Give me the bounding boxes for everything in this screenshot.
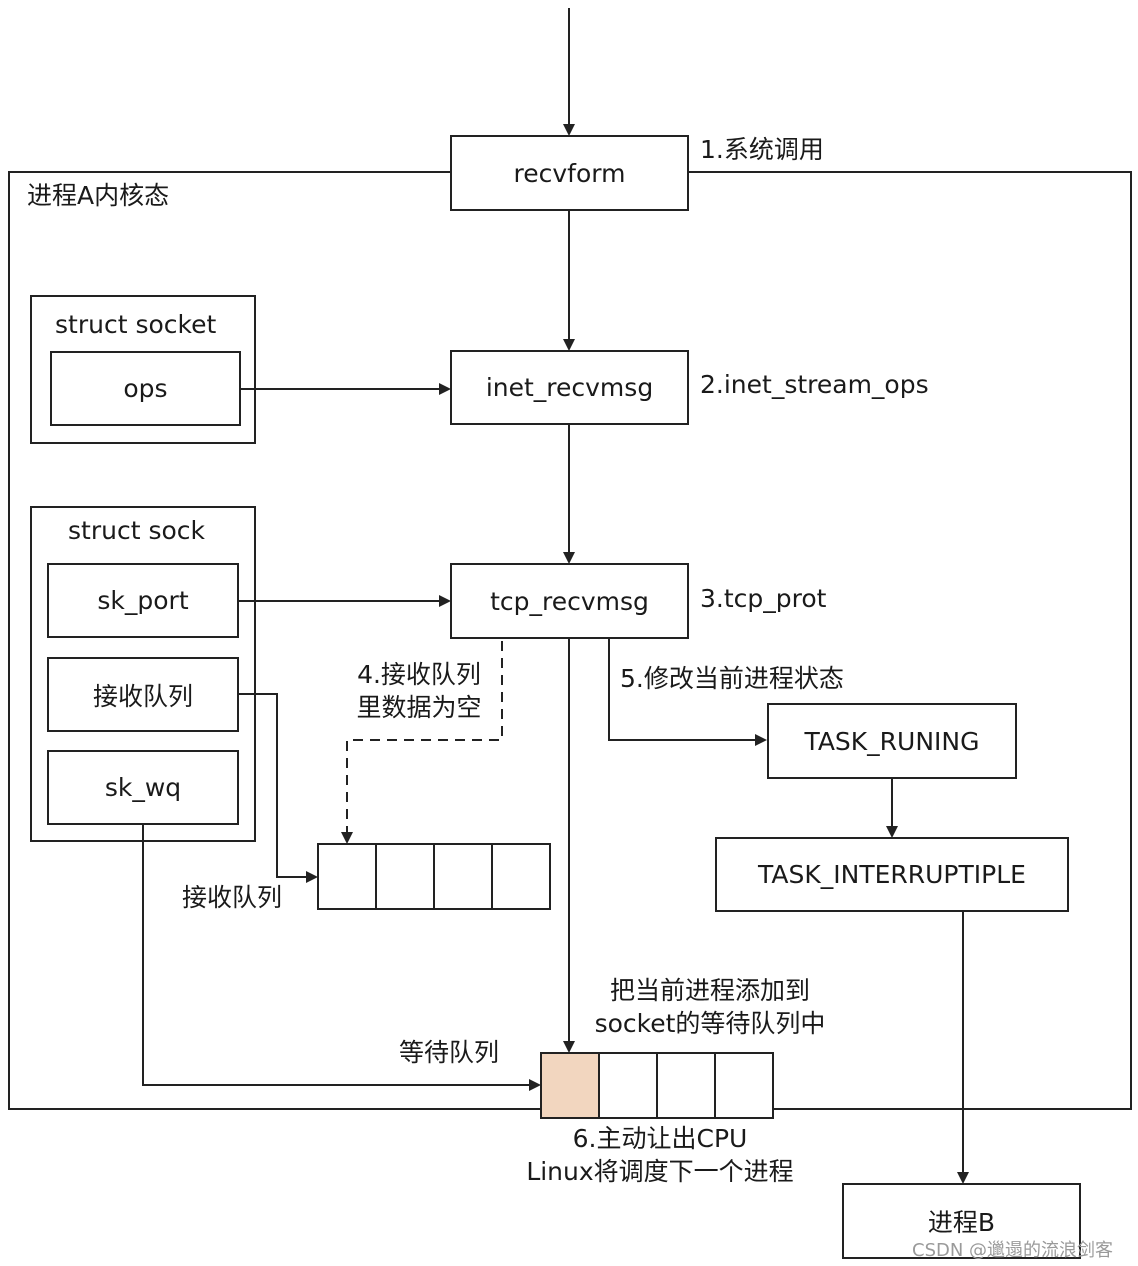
- receive-queue-cell: [491, 843, 551, 910]
- struct-sock-label: struct sock: [68, 516, 205, 545]
- wait-queue-label: 等待队列: [399, 1038, 500, 1067]
- ops-field: ops: [50, 351, 241, 426]
- add-line2: socket的等待队列中: [594, 1008, 826, 1038]
- step1-label: 1.系统调用: [700, 135, 824, 164]
- step6-line2: Linux将调度下一个进程: [526, 1156, 794, 1186]
- recv-queue-field: 接收队列: [47, 657, 239, 732]
- step4-line2: 里数据为空: [356, 692, 482, 722]
- recv-field-to-queue-arrow: [239, 693, 318, 883]
- step3-label: 3.tcp_prot: [700, 584, 827, 613]
- inet-recvmsg-node: inet_recvmsg: [450, 350, 689, 425]
- struct-socket-box: [30, 295, 256, 444]
- watermark-text: CSDN @邋遢的流浪剑客: [912, 1240, 1114, 1261]
- task-interruptible-node: TASK_INTERRUPTIPLE: [715, 837, 1069, 912]
- step4-label: 4.接收队列 里数据为空: [346, 659, 492, 724]
- wait-queue-cell: [714, 1052, 774, 1119]
- step4-line1: 4.接收队列: [357, 660, 481, 689]
- tcp-recvmsg-node: tcp_recvmsg: [450, 563, 689, 639]
- process-b-node: 进程B: [842, 1183, 1081, 1259]
- step2-label: 2.inet_stream_ops: [700, 370, 929, 399]
- add-line1: 把当前进程添加到: [609, 976, 810, 1005]
- receive-queue-cell: [375, 843, 435, 910]
- skwq-to-wait-queue-arrow: [142, 825, 541, 1091]
- wait-queue-current-process-cell: [540, 1052, 600, 1119]
- step6-line1: 6.主动让出CPU: [572, 1124, 748, 1153]
- task-runing-node: TASK_RUNING: [767, 703, 1017, 779]
- empty-queue-dashed-arrow: [341, 641, 503, 844]
- kernel-mode-label: 进程A内核态: [27, 181, 170, 210]
- add-to-wait-queue-label: 把当前进程添加到 socket的等待队列中: [570, 975, 850, 1040]
- step6-label: 6.主动让出CPU Linux将调度下一个进程: [495, 1123, 825, 1188]
- wait-queue-cell: [656, 1052, 716, 1119]
- struct-sock-box: [30, 506, 256, 842]
- struct-socket-label: struct socket: [55, 310, 217, 339]
- step5-label: 5.修改当前进程状态: [620, 664, 844, 693]
- receive-queue-label: 接收队列: [182, 883, 283, 912]
- sk-wq-field: sk_wq: [47, 750, 239, 825]
- sk-port-field: sk_port: [47, 563, 239, 638]
- receive-queue-cell: [317, 843, 377, 910]
- recvform-node: recvform: [450, 135, 689, 211]
- wait-queue-cell: [598, 1052, 658, 1119]
- receive-queue-cell: [433, 843, 493, 910]
- tcp-to-task-runing-arrow: [608, 639, 767, 746]
